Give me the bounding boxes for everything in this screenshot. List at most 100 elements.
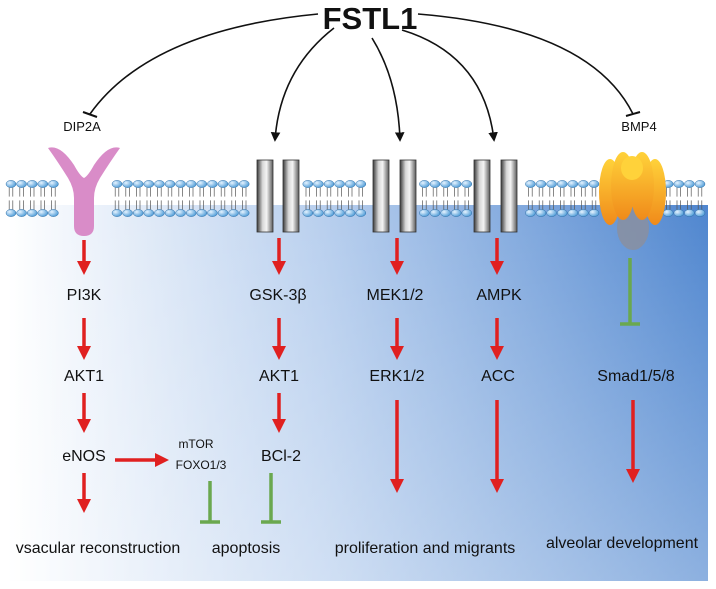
arrow-to-gsk	[270, 27, 335, 142]
cell-membrane	[5, 180, 706, 217]
lipid-head	[143, 180, 155, 188]
lipid-head	[578, 209, 589, 217]
inhibition-lines	[200, 258, 640, 524]
node-akt1-b: AKT1	[259, 368, 299, 385]
lipid-head	[16, 209, 27, 217]
node-pi3k: PI3K	[67, 287, 102, 304]
lipid-head	[175, 180, 186, 188]
lipid-head	[228, 180, 239, 188]
bmp4-tbar	[625, 111, 641, 117]
lipid-head	[419, 209, 430, 217]
lipid-head	[16, 180, 27, 188]
lipid-head	[302, 180, 314, 188]
lipid-head	[556, 180, 568, 188]
node-erk: ERK1/2	[369, 368, 424, 385]
lipid-head	[429, 209, 441, 217]
lipid-head	[355, 180, 367, 188]
node-labels: PI3K AKT1 eNOS mTOR FOXO1/3 GSK-3β AKT1 …	[62, 287, 675, 472]
lipid-head	[196, 209, 208, 217]
lipid-head	[48, 180, 59, 188]
lipid-head	[302, 209, 314, 217]
lipid-head	[238, 180, 250, 188]
arrow-to-ampk	[401, 29, 498, 142]
lipid-head	[344, 209, 356, 217]
lipid-head	[440, 180, 451, 188]
lipid-head	[185, 209, 197, 217]
lipid-head	[440, 209, 451, 217]
title-fstl1: FSTL1	[323, 1, 418, 36]
arrow-to-mek	[371, 37, 405, 142]
lipid-head	[26, 209, 38, 217]
lipid-head	[588, 180, 600, 188]
lipid-head	[238, 209, 250, 217]
lipid-head	[546, 209, 557, 217]
node-akt1-a: AKT1	[64, 368, 104, 385]
node-acc: ACC	[481, 368, 515, 385]
lipid-head	[5, 180, 17, 188]
lipid-head	[154, 180, 165, 188]
lipid-head	[684, 180, 695, 188]
lipid-head	[217, 209, 229, 217]
cell-shading	[8, 205, 708, 581]
lipid-head	[355, 209, 367, 217]
lipid-head	[662, 209, 674, 217]
arrow-to-bmp4	[417, 13, 634, 115]
lipid-head	[419, 180, 430, 188]
lipid-head	[535, 180, 547, 188]
lipid-head	[694, 209, 706, 217]
lipid-head	[175, 209, 186, 217]
lipid-head	[207, 209, 218, 217]
dip2a-receptor	[48, 147, 120, 236]
lipid-head	[132, 209, 144, 217]
lipid-head	[429, 180, 441, 188]
lipid-head	[344, 180, 356, 188]
lipid-head	[588, 209, 600, 217]
lipid-head	[525, 209, 536, 217]
node-mek: MEK1/2	[367, 287, 424, 304]
lipid-head	[567, 180, 579, 188]
node-foxo: FOXO1/3	[176, 458, 227, 472]
lipid-head	[450, 180, 462, 188]
activation-arrows	[77, 238, 640, 513]
node-enos: eNOS	[62, 448, 106, 465]
lipid-head	[525, 180, 536, 188]
lipid-head	[154, 209, 165, 217]
outcome-apoptosis: apoptosis	[212, 540, 281, 557]
lipid-head	[556, 209, 568, 217]
node-bcl2: BCl-2	[261, 448, 301, 465]
node-gsk3b: GSK-3β	[249, 287, 306, 304]
lipid-head	[122, 180, 133, 188]
dip2a-label: DIP2A	[63, 119, 101, 134]
lipid-head	[673, 180, 685, 188]
lipid-head	[334, 180, 345, 188]
lipid-head	[461, 209, 473, 217]
lipid-head	[5, 209, 17, 217]
lipid-head	[37, 209, 49, 217]
lipid-head	[578, 180, 589, 188]
lipid-head	[111, 180, 123, 188]
lipid-head	[546, 180, 557, 188]
lipid-head	[673, 209, 685, 217]
lipid-head	[185, 180, 197, 188]
lipid-head	[535, 209, 547, 217]
lipid-head	[196, 180, 208, 188]
lipid-head	[143, 209, 155, 217]
lipid-head	[207, 180, 218, 188]
receptor-mek	[372, 159, 417, 233]
fstl1-arrows	[89, 13, 634, 142]
lipid-head	[217, 180, 229, 188]
lipid-head	[313, 209, 324, 217]
lipid-head	[323, 209, 335, 217]
lipid-head	[111, 209, 123, 217]
lipid-head	[228, 209, 239, 217]
outcome-labels: vsacular reconstruction apoptosis prolif…	[16, 535, 699, 557]
lipid-head	[37, 180, 49, 188]
outcome-proliferation: proliferation and migrants	[335, 540, 516, 557]
lipid-head	[684, 209, 695, 217]
outcome-alveolar: alveolar development	[546, 535, 699, 552]
lipid-head	[313, 180, 324, 188]
receptor-ampk	[473, 159, 518, 233]
node-ampk: AMPK	[476, 287, 522, 304]
